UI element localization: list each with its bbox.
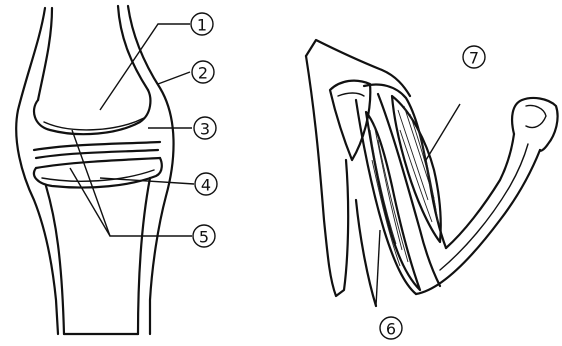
label-7-text: 7 xyxy=(469,49,479,68)
forearm-top-outline xyxy=(446,134,514,248)
label-5: 5 xyxy=(193,225,215,247)
knee-joint-drawing xyxy=(16,6,173,334)
label-3-text: 3 xyxy=(200,120,210,139)
articular-cartilage-band-bottom xyxy=(36,158,160,168)
label-1: 1 xyxy=(191,13,213,35)
leader-line-1 xyxy=(100,24,190,110)
tibia-left-edge xyxy=(46,186,64,334)
hand-fingers xyxy=(526,105,546,127)
femur-left-edge xyxy=(38,8,52,100)
label-6: 6 xyxy=(380,317,402,339)
arm-drawing xyxy=(306,40,558,306)
label-4-text: 4 xyxy=(201,176,211,195)
femur-head-outline xyxy=(34,90,150,134)
trunk-left-outline xyxy=(306,56,348,296)
label-4: 4 xyxy=(195,173,217,195)
articular-cartilage-band-top xyxy=(36,150,158,158)
leader-line-7 xyxy=(426,104,460,160)
label-1-text: 1 xyxy=(197,16,207,35)
leader-line-6 xyxy=(376,230,380,306)
scapula-inner xyxy=(338,93,364,96)
articular-cartilage-bottom xyxy=(42,170,154,181)
label-7: 7 xyxy=(463,46,485,68)
label-2: 2 xyxy=(192,61,214,83)
forearm-inner-line xyxy=(440,144,528,270)
tibia-right-edge xyxy=(138,178,150,334)
joint-capsule-right-outline xyxy=(128,6,174,334)
label-3: 3 xyxy=(194,117,216,139)
joint-capsule-left-outline xyxy=(16,8,58,334)
trunk-bottom-outline xyxy=(356,200,376,306)
joint-cavity-upper xyxy=(34,142,160,150)
label-2-text: 2 xyxy=(198,64,208,83)
label-5-text: 5 xyxy=(199,228,209,247)
label-6-text: 6 xyxy=(386,320,396,339)
arm-leader-lines xyxy=(376,104,460,306)
leader-line-2 xyxy=(158,72,190,84)
